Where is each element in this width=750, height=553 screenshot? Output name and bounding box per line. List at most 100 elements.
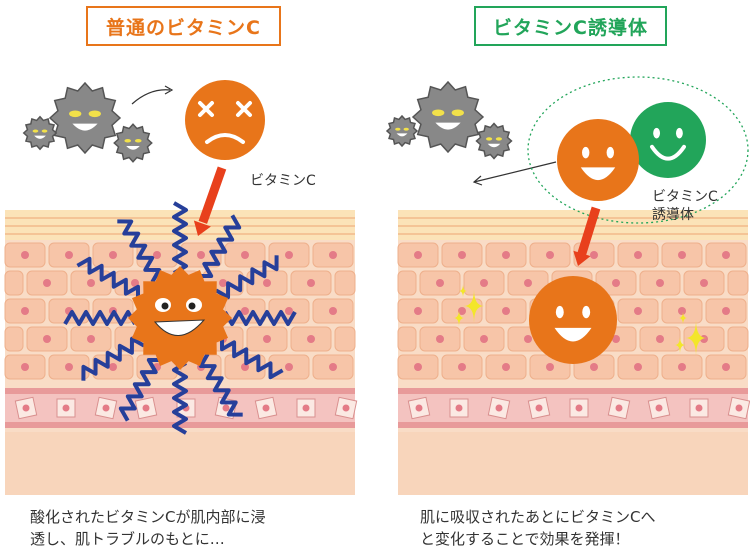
- left-cell-nucleus: [263, 335, 271, 343]
- left-cell-nucleus: [285, 307, 293, 315]
- right-cell-nucleus: [590, 251, 598, 259]
- right-cell-nucleus: [414, 251, 422, 259]
- right-dermis: [398, 432, 748, 495]
- germ-icon-eye: [451, 109, 464, 117]
- sparkle-icon: [674, 336, 686, 354]
- germ-icon-eye: [88, 110, 101, 118]
- sparkle-icon: [678, 311, 688, 325]
- right-blood-cell-dot: [535, 404, 543, 412]
- orange-derivative-face: [557, 119, 639, 201]
- absorbed-vitamin-c-face-eye: [555, 305, 564, 319]
- right-cell-nucleus: [524, 279, 532, 287]
- right-blood-cell-dot: [655, 404, 663, 412]
- germ-icon-eye: [395, 127, 401, 131]
- left-cell-nucleus: [109, 251, 117, 259]
- germ-icon: [22, 115, 58, 151]
- left-cell-nucleus: [153, 251, 161, 259]
- right-cell-nucleus: [678, 251, 686, 259]
- absorbed-vitamin-c-face-smile: [554, 327, 592, 342]
- germ-icon: [48, 81, 122, 155]
- left-cell-nucleus: [21, 363, 29, 371]
- label-vitamin-c: ビタミンC: [250, 173, 316, 189]
- left-cell-nucleus: [21, 251, 29, 259]
- squiggle: [76, 256, 141, 301]
- right-cell-nucleus: [634, 307, 642, 315]
- red-arrow-icon: [198, 166, 227, 224]
- right-cell-nucleus: [458, 307, 466, 315]
- squiggle: [118, 357, 163, 422]
- left-cell-nucleus: [329, 307, 337, 315]
- germ-icon: [411, 80, 485, 154]
- squiggle: [172, 201, 188, 275]
- right-blood-cell-dot: [735, 404, 743, 412]
- squiggle: [172, 361, 188, 435]
- squiggle: [81, 336, 146, 381]
- left-blood-cell-dot: [142, 404, 150, 412]
- left-dermis: [5, 432, 355, 495]
- left-cell-nucleus: [109, 363, 117, 371]
- right-cell: [727, 270, 749, 296]
- left-blood-cell-dot: [102, 404, 110, 412]
- left-cell-nucleus: [307, 279, 315, 287]
- right-cell-nucleus: [700, 279, 708, 287]
- red-arrow-icon-head: [193, 220, 211, 236]
- germ-icon-eye: [69, 110, 82, 118]
- frown-icon: [205, 133, 245, 144]
- right-cell-nucleus: [612, 335, 620, 343]
- germ-icon-eye: [124, 138, 132, 143]
- right-cell-nucleus: [414, 363, 422, 371]
- left-cell-nucleus: [241, 307, 249, 315]
- germ-icon: [475, 122, 513, 160]
- left-cell-nucleus: [285, 251, 293, 259]
- right-cell-nucleus: [458, 363, 466, 371]
- right-cell-nucleus: [722, 363, 730, 371]
- right-cell-nucleus: [414, 307, 422, 315]
- right-cell-nucleus: [722, 307, 730, 315]
- caption-right-line1: 肌に吸収されたあとにビタミンCへ: [420, 508, 656, 526]
- green-derivative-face: [630, 102, 706, 178]
- germ-icon-mouth: [396, 133, 408, 137]
- right-blood-cell-dot: [575, 404, 583, 412]
- germ-icon-eye: [32, 129, 39, 133]
- left-cell-nucleus: [43, 335, 51, 343]
- arrow-icon: [164, 85, 174, 95]
- germ-icon-mouth: [34, 135, 46, 139]
- sad-vitamin-c: [185, 80, 265, 160]
- caption-right: 肌に吸収されたあとにビタミンCへ と変化することで効果を発揮！: [420, 506, 750, 550]
- right-cell-nucleus: [502, 307, 510, 315]
- left-cell-nucleus: [285, 363, 293, 371]
- right-cell: [397, 270, 417, 296]
- red-arrow-icon-head: [573, 250, 591, 266]
- germ-icon-mouth: [435, 122, 461, 130]
- right-cell-nucleus: [524, 335, 532, 343]
- germ-icon-eye: [432, 109, 445, 117]
- arrow-icon: [131, 89, 171, 105]
- left-blood-cell-dot: [22, 404, 30, 412]
- right-cell-nucleus: [656, 335, 664, 343]
- right-cell-nucleus: [436, 335, 444, 343]
- left-cell: [4, 270, 24, 296]
- left-blood-cell-dot: [342, 404, 350, 412]
- right-cell-nucleus: [722, 251, 730, 259]
- left-cell-nucleus: [21, 307, 29, 315]
- absorbed-vitamin-c-face-eye: [582, 305, 591, 319]
- left-cell: [334, 326, 356, 352]
- germ-icon: [113, 123, 153, 163]
- left-cell-nucleus: [329, 363, 337, 371]
- right-cell: [727, 326, 749, 352]
- left-blood-cell-dot: [222, 404, 230, 412]
- sparkle-icon: [463, 289, 485, 323]
- left-blood-cell-dot: [262, 404, 270, 412]
- red-arrow-icon: [577, 206, 601, 256]
- label-derivative-line1: ビタミンC: [652, 189, 718, 205]
- left-cell-nucleus: [329, 251, 337, 259]
- caption-left-line1: 酸化されたビタミンCが肌内部に浸: [30, 508, 266, 526]
- right-epidermis-top: [398, 210, 748, 240]
- right-cell-nucleus: [502, 251, 510, 259]
- right-cell-nucleus: [480, 335, 488, 343]
- squiggle: [214, 255, 279, 300]
- left-cell: [334, 270, 356, 296]
- right-cell-nucleus: [612, 279, 620, 287]
- arrow-icon: [473, 161, 557, 183]
